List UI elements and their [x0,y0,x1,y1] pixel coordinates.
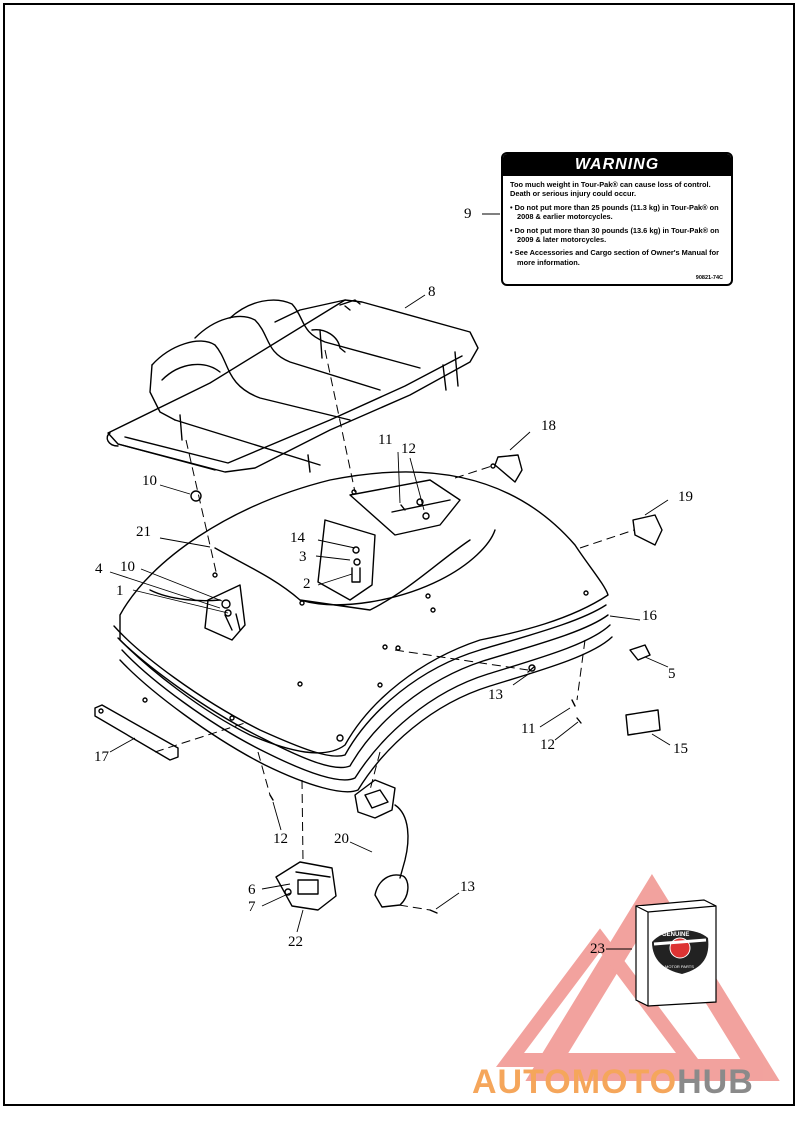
watermark-hub: HUB [677,1063,754,1101]
callout-12-top: 12 [401,441,416,457]
warning-decal: WARNING Too much weight in Tour-Pak® can… [501,152,733,286]
callout-12-right: 12 [540,737,555,753]
callout-17: 17 [94,749,109,765]
warning-bullet-2-text: Do not put more than 30 pounds (13.6 kg)… [514,225,720,245]
clip-part [629,644,651,661]
callout-13-bottom: 13 [460,879,475,895]
callout-16: 16 [642,608,657,624]
warning-intro: Too much weight in Tour-Pak® can cause l… [510,180,711,199]
warning-decal-code: 90821-74C [695,275,723,281]
callout-5: 5 [668,666,676,682]
callout-11-bottom: 11 [521,721,536,737]
warning-bullet-1: • Do not put more than 25 pounds (11.3 k… [510,202,719,222]
luggage-rack [106,299,479,473]
callout-19: 19 [678,489,693,505]
watermark-auto: AUTO [472,1063,572,1101]
latch-assembly [275,861,337,911]
warning-decal-header: WARNING [503,154,731,176]
callout-1: 1 [116,583,124,599]
badge-text: GENUINE [662,932,689,938]
lid-strap [94,704,179,761]
warning-decal-body: Too much weight in Tour-Pak® can cause l… [503,176,731,267]
label-part [625,709,661,736]
callout-22: 22 [288,934,303,950]
watermark-text: AUTOMOTOHUB [472,1062,754,1102]
warning-bullet-1-text: Do not put more than 25 pounds (11.3 kg)… [514,202,719,222]
callout-12-bottom: 12 [273,831,288,847]
callout-10-top: 10 [142,473,157,489]
drawing-frame [3,3,795,1106]
watermark-moto: MOTO [571,1063,678,1101]
light-harness [354,779,409,908]
warning-bullet-3-text: See Accessories and Cargo section of Own… [514,248,720,267]
callout-23: 23 [590,941,605,957]
callout-4: 4 [95,561,103,577]
tour-pak-lid [113,454,663,793]
callout-6: 6 [248,882,256,898]
callout-2: 2 [303,576,311,592]
callout-21: 21 [136,524,151,540]
callout-11-top: 11 [378,432,393,448]
callout-20: 20 [334,831,349,847]
badge-sub: MOTOR PARTS [665,964,694,969]
callout-8: 8 [428,284,436,300]
callout-7: 7 [248,899,256,915]
callout-18: 18 [541,418,556,434]
warning-bullet-3: • See Accessories and Cargo section of O… [510,248,720,267]
callout-15: 15 [673,741,688,757]
warning-bullet-2: • Do not put more than 30 pounds (13.6 k… [510,225,720,245]
callout-10-left: 10 [120,559,135,575]
callout-9: 9 [464,206,472,222]
genuine-parts-box: GENUINE MOTOR PARTS [635,899,717,1007]
callout-13-mid: 13 [488,687,503,703]
callout-14: 14 [290,530,305,546]
genuine-badge-icon [652,930,709,974]
callout-3: 3 [299,549,307,565]
